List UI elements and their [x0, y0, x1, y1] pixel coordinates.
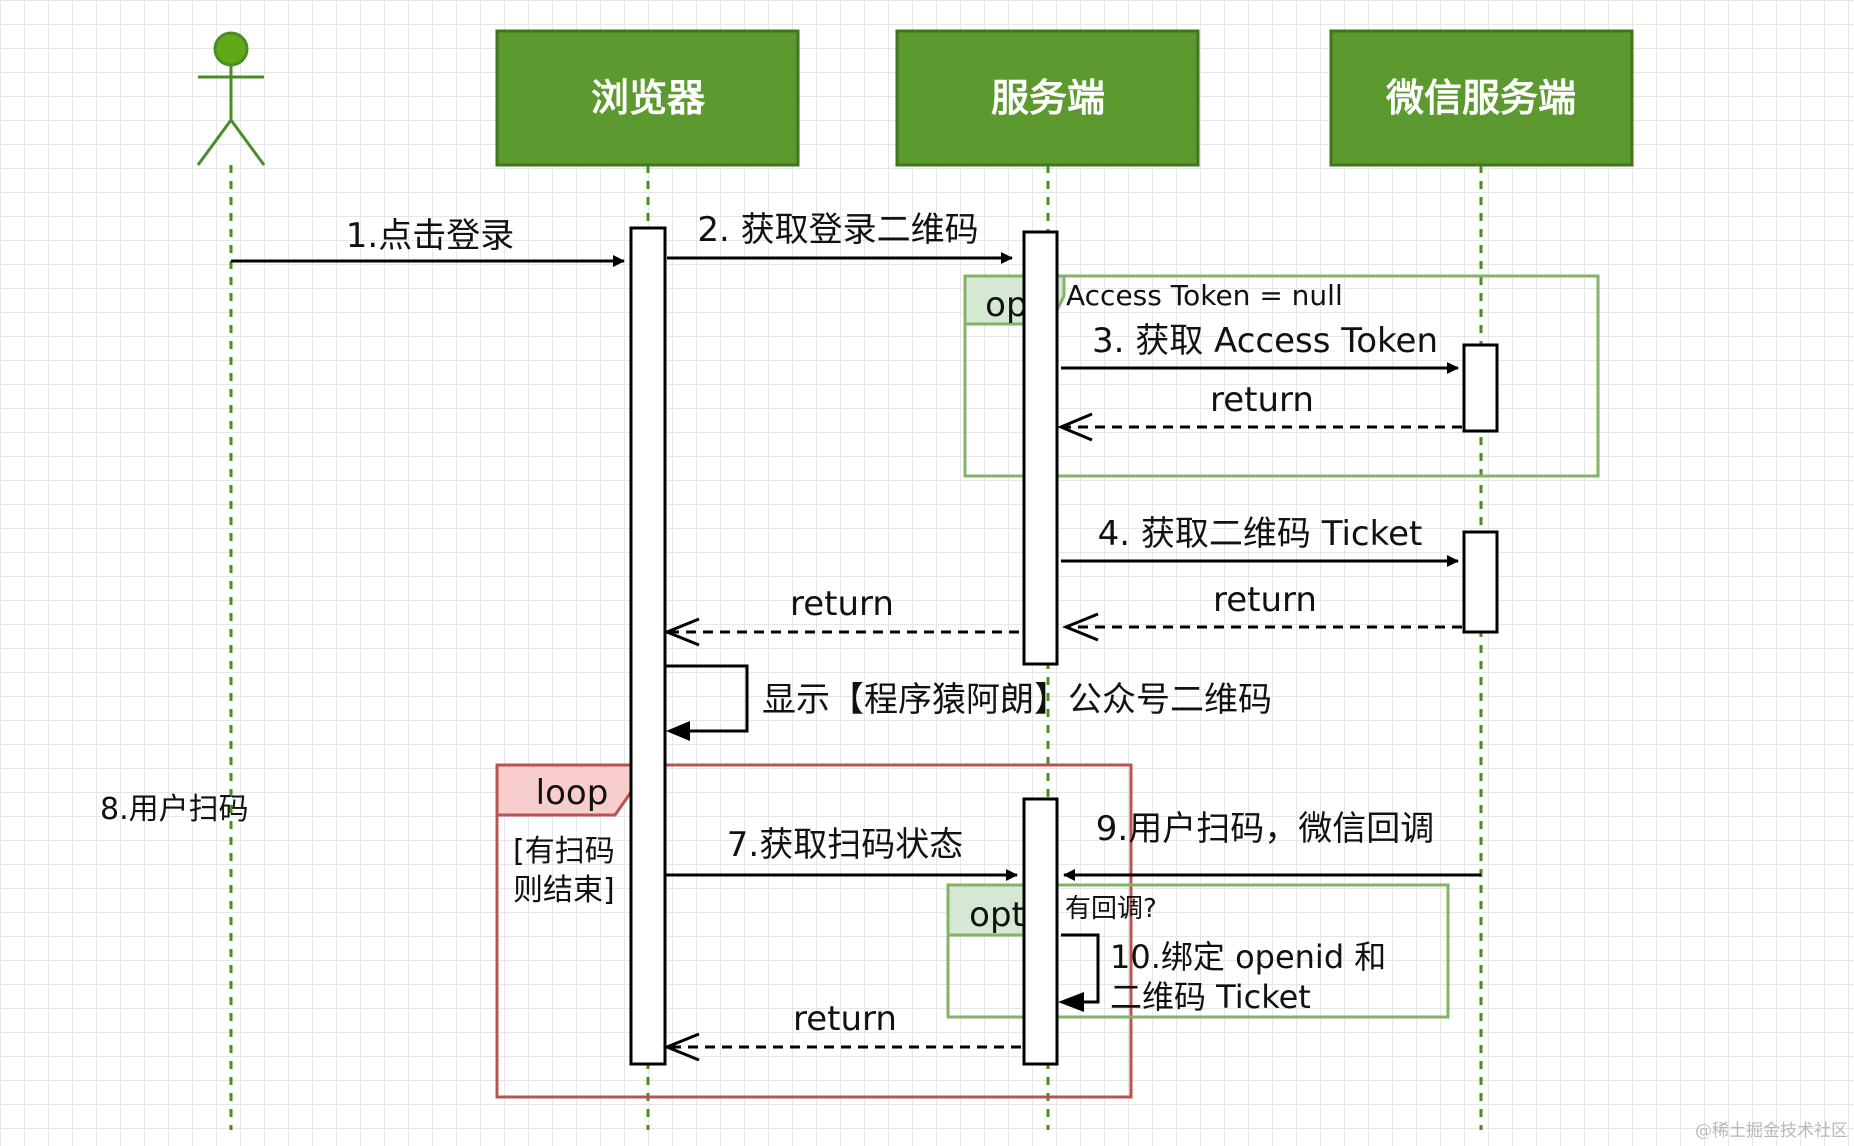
- opt-fragment-access-token: opt Access Token = null: [963, 274, 1600, 478]
- participant-wechat-label: 微信服务端: [1385, 76, 1576, 120]
- message-10-self-arrow: [1061, 933, 1100, 1004]
- message-7-label: 7.获取扫码状态: [727, 825, 963, 865]
- participant-server: 服务端: [895, 29, 1200, 167]
- message-2-label: 2. 获取登录二维码: [697, 210, 978, 250]
- message-1-label: 1.点击登录: [346, 216, 514, 256]
- message-4-return-arrowhead: [1062, 612, 1099, 642]
- message-9-label: 9.用户扫码，微信回调: [1096, 809, 1434, 849]
- loop-fragment: loop [有扫码 则结束]: [495, 763, 1133, 1099]
- self-message-show-qr-label: 显示【程序猿阿朗】公众号二维码: [762, 680, 1272, 720]
- loop-tag: loop: [536, 773, 609, 813]
- server-activation-2: [1022, 797, 1059, 1066]
- self-message-show-qr-arrow: [665, 664, 749, 733]
- message-7-return-arrowhead: [663, 1032, 700, 1062]
- participant-wechat: 微信服务端: [1329, 29, 1634, 167]
- message-4-return-label: return: [1213, 580, 1317, 620]
- user-actor-icon: [196, 31, 266, 166]
- participant-server-label: 服务端: [991, 76, 1105, 120]
- loop-guard-line2: 则结束]: [513, 873, 615, 908]
- participant-browser: 浏览器: [495, 29, 800, 167]
- opt-fragment-callback: opt 有回调?: [946, 883, 1450, 1019]
- browser-activation: [629, 226, 667, 1066]
- participant-browser-label: 浏览器: [591, 76, 706, 120]
- wechat-activation-1: [1462, 343, 1499, 433]
- opt-tag-2: opt: [969, 895, 1025, 935]
- message-2-return-arrowhead: [663, 617, 700, 647]
- message-10-label-line2: 二维码 Ticket: [1110, 978, 1311, 1016]
- message-3-label: 3. 获取 Access Token: [1092, 321, 1438, 361]
- message-3-return-arrowhead: [1057, 412, 1093, 442]
- self-message-show-qr-arrowhead: [666, 721, 690, 741]
- watermark: @稀土掘金技术社区: [1695, 1121, 1848, 1141]
- message-3-return-label: return: [1210, 380, 1314, 420]
- server-activation-1: [1022, 230, 1059, 666]
- opt-guard-2: 有回调?: [1065, 894, 1157, 924]
- message-8-label: 8.用户扫码: [100, 792, 249, 827]
- loop-guard-line1: [有扫码: [513, 834, 615, 869]
- opt-guard-1: Access Token = null: [1066, 279, 1343, 312]
- message-7-return-label: return: [793, 999, 897, 1039]
- message-10-self-arrowhead: [1058, 992, 1084, 1012]
- message-10-label-line1: 10.绑定 openid 和: [1110, 938, 1386, 976]
- message-2-return-label: return: [790, 584, 894, 624]
- wechat-activation-2: [1462, 530, 1499, 634]
- message-4-label: 4. 获取二维码 Ticket: [1098, 514, 1423, 554]
